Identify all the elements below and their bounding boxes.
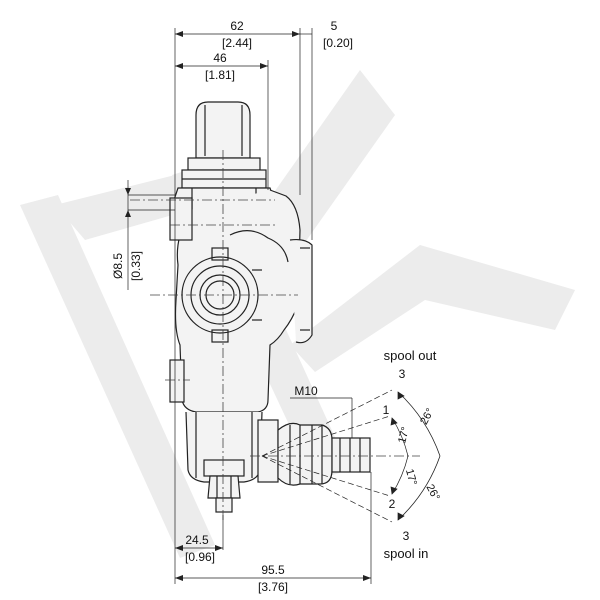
- total-length-in: [3.76]: [258, 580, 288, 594]
- spool-angle-indicator: [261, 389, 441, 523]
- arrowheads: [125, 31, 371, 581]
- position-2: 2: [389, 497, 396, 511]
- top-width-mm: 62: [230, 19, 244, 33]
- top-offset-mm: 5: [331, 19, 338, 33]
- valve-body: [169, 101, 371, 513]
- top-width-in: [2.44]: [222, 36, 252, 50]
- bottom-offset-in: [0.96]: [185, 550, 215, 564]
- top-offset-in: [0.20]: [323, 36, 353, 50]
- position-3-top: 3: [399, 367, 406, 381]
- hole-diameter-in: [0.33]: [129, 251, 143, 281]
- hole-diameter-mm: Ø8.5: [111, 253, 125, 279]
- spool-in-label: spool in: [384, 546, 429, 561]
- spool-out-label: spool out: [384, 348, 437, 363]
- position-3-bottom: 3: [403, 529, 410, 543]
- upper-width-in: [1.81]: [205, 68, 235, 82]
- total-length-mm: 95.5: [261, 563, 285, 577]
- dimension-lines: [127, 28, 372, 584]
- upper-width-mm: 46: [213, 51, 227, 65]
- angle-17-top: 17°: [396, 426, 412, 445]
- angle-17-bottom: 17°: [403, 468, 419, 487]
- angle-26-top: 26°: [418, 406, 436, 426]
- position-1: 1: [383, 403, 390, 417]
- angle-26-bottom: 26°: [423, 482, 441, 502]
- thread-label: M10: [294, 384, 318, 398]
- bottom-offset-mm: 24.5: [185, 533, 209, 547]
